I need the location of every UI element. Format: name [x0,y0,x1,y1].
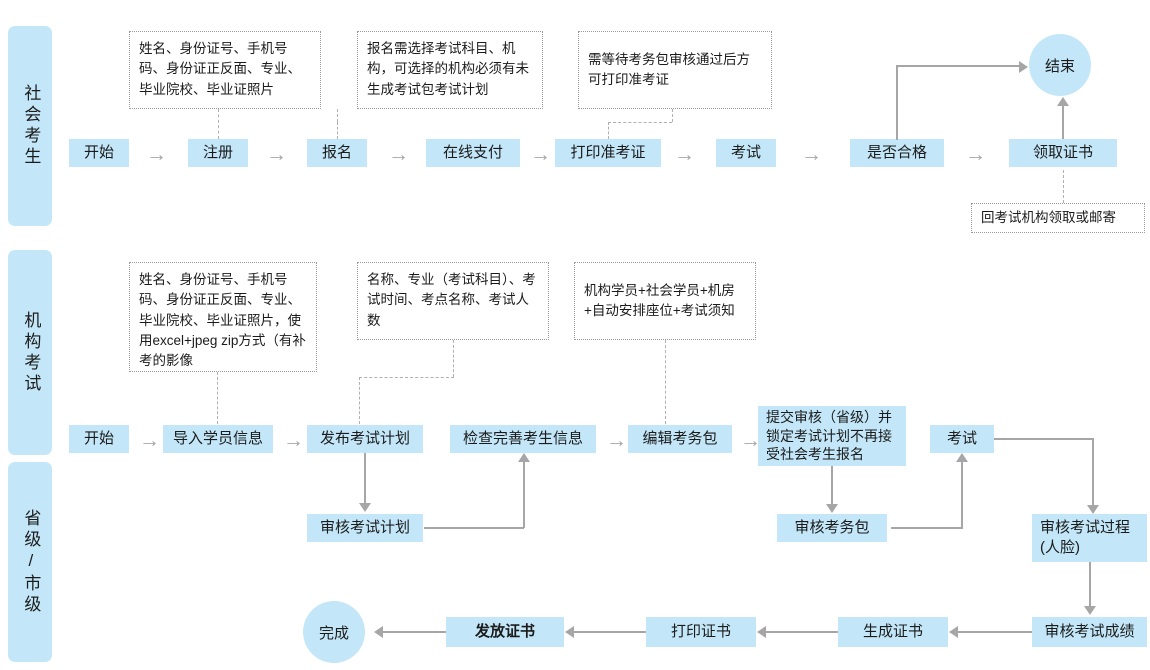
arrow-signup-pay: → [388,143,409,166]
note-signup-rule: 报名需选择考试科目、机构，可选择的机构必须有未生成考试包考试计划 [357,31,543,109]
connector-exam2-to-process-h [994,438,1094,440]
connector-process-to-score [1089,562,1091,608]
arrow-import-publish: → [283,429,304,452]
dotted-connector-import [217,372,218,424]
node-start-1[interactable]: 开始 [69,139,129,167]
node-issue-certificate[interactable]: 发放证书 [446,617,564,647]
node-review-plan[interactable]: 审核考试计划 [307,514,423,542]
arrowhead-publish-to-reviewplan [359,503,371,512]
connector-submit-to-reviewpack [831,466,833,506]
dotted-connector-admission-v2 [608,122,609,139]
arrow-exam-pass: → [801,143,822,166]
node-generate-certificate[interactable]: 生成证书 [838,617,948,647]
node-exam-1[interactable]: 考试 [716,139,776,167]
node-register[interactable]: 注册 [188,139,248,167]
arrowhead-certificate-to-end [1057,97,1069,106]
node-review-exam-process[interactable]: 审核考试过程(人脸) [1032,514,1147,562]
arrow-editpack-submit: → [740,429,761,452]
arrowhead-reviewplan-to-check [518,453,530,462]
arrowhead-print-to-issue [565,626,574,638]
dotted-connector-admission-v1 [672,109,673,122]
arrowhead-exam2-to-process [1087,505,1099,514]
node-print-admission[interactable]: 打印准考证 [555,139,661,167]
dotted-connector-pickup [1063,170,1064,203]
connector-print-to-issue [574,631,646,633]
dotted-connector-plan-v2 [359,377,360,424]
arrow-start-register: → [146,143,167,166]
node-check-candidates[interactable]: 检查完善考生信息 [450,425,596,453]
arrow-pay-print: → [530,143,551,166]
arrowhead-score-to-generate [949,626,958,638]
connector-reviewpack-to-exam2-h [891,527,963,529]
connector-certificate-to-end-v [1062,105,1064,139]
note-admission-rule: 需等待考务包审核通过后方可打印准考证 [578,31,772,109]
dotted-connector-signup-v2 [337,122,338,139]
node-edit-exam-pack[interactable]: 编辑考务包 [628,425,732,453]
dotted-connector-admission-h [608,122,672,123]
node-start-2[interactable]: 开始 [69,425,129,453]
lane-label-social: 社会考生 [8,26,52,226]
node-publish-plan[interactable]: 发布考试计划 [307,425,423,453]
note-import-fields: 姓名、身份证号、手机号码、身份证正反面、专业、毕业院校、毕业证照片，使用exce… [129,262,317,372]
dotted-connector-pack [665,340,666,424]
node-exam-2[interactable]: 考试 [930,425,994,453]
arrow-print-exam: → [674,143,695,166]
lane-label-province: 省级/市级 [8,462,52,662]
connector-reviewplan-to-check-h [424,527,524,529]
connector-exam2-to-process-v [1092,438,1094,507]
dotted-connector-plan-h [359,377,454,378]
note-certificate-pickup: 回考试机构领取或邮寄 [971,203,1145,233]
node-is-pass[interactable]: 是否合格 [850,139,944,167]
node-review-exam-pack[interactable]: 审核考务包 [777,514,887,542]
arrowhead-issue-to-finish [374,626,383,638]
node-print-certificate[interactable]: 打印证书 [646,617,756,647]
connector-pass-to-end-v [896,66,898,140]
note-register-fields: 姓名、身份证号、手机号码、身份证正反面、专业、毕业院校、毕业证照片 [129,31,321,109]
dotted-connector-register [218,109,219,139]
arrow-start2-import: → [139,429,160,452]
connector-generate-to-print [766,631,838,633]
arrowhead-process-to-score [1084,606,1096,615]
arrowhead-pass-to-end [1019,61,1028,73]
dotted-connector-plan-v1 [453,340,454,377]
arrow-check-editpack: → [606,429,627,452]
connector-reviewplan-to-check-v [523,461,525,528]
connector-publish-to-reviewplan [364,453,366,505]
dotted-connector-signup-v1 [337,109,338,122]
node-finish[interactable]: 完成 [303,601,365,663]
node-signup[interactable]: 报名 [307,139,367,167]
connector-score-to-generate [958,631,1032,633]
lane-label-org: 机构考试 [8,250,52,455]
connector-pass-to-end-h [896,65,1020,67]
node-get-certificate[interactable]: 领取证书 [1009,139,1117,167]
node-end-1[interactable]: 结束 [1029,34,1091,96]
arrow-pass-certificate: → [965,143,986,166]
connector-reviewpack-to-exam2-v [961,461,963,528]
node-import-students[interactable]: 导入学员信息 [163,425,273,453]
arrowhead-reviewpack-to-exam2 [956,453,968,462]
node-review-exam-score[interactable]: 审核考试成绩 [1032,617,1147,647]
node-online-pay[interactable]: 在线支付 [426,139,520,167]
connector-issue-to-finish [383,631,446,633]
arrowhead-submit-to-reviewpack [826,504,838,513]
arrow-register-signup: → [266,143,287,166]
arrowhead-generate-to-print [757,626,766,638]
node-submit-review-lock[interactable]: 提交审核（省级）并锁定考试计划不再接受社会考生报名 [758,406,906,466]
note-plan-fields: 名称、专业（考试科目）、考试时间、考点名称、考试人数 [357,262,549,340]
note-pack-fields: 机构学员+社会学员+机房+自动安排座位+考试须知 [574,262,756,340]
